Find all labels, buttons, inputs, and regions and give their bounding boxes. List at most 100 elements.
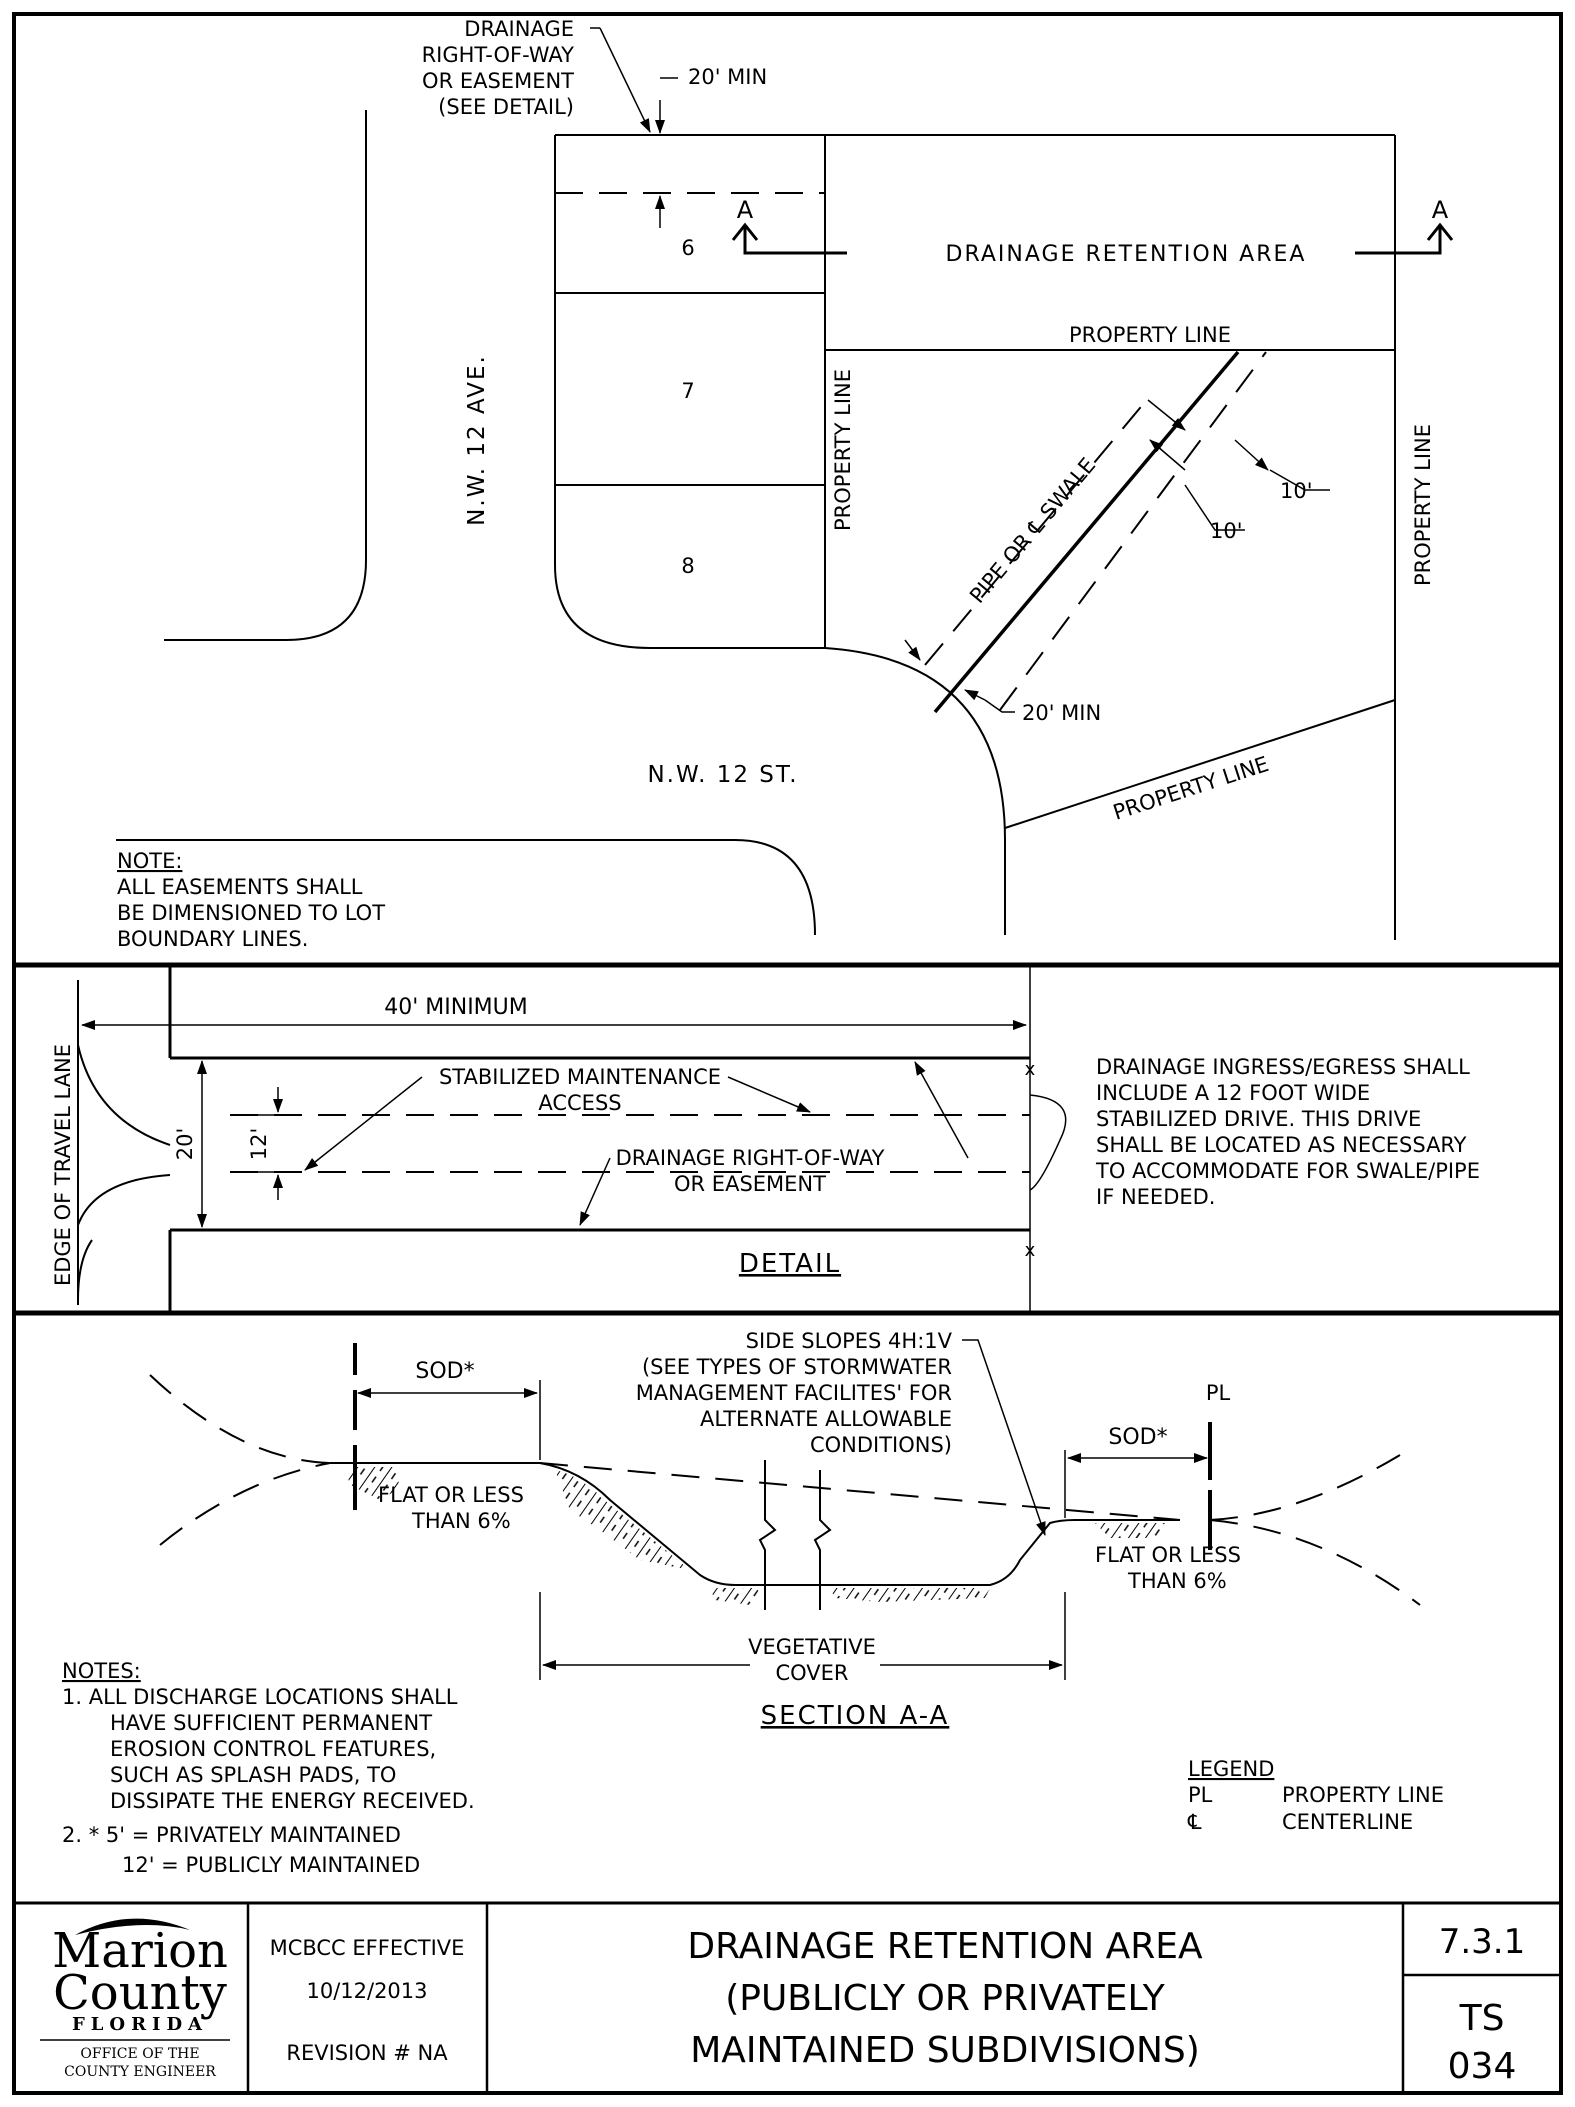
svg-text:STABILIZED MAINTENANCE: STABILIZED MAINTENANCE — [439, 1065, 721, 1089]
svg-text:DISSIPATE THE ENERGY RECEIVED.: DISSIPATE THE ENERGY RECEIVED. — [110, 1789, 475, 1813]
svg-text:DRAINAGE RETENTION AREA: DRAINAGE RETENTION AREA — [687, 1926, 1203, 1967]
retention-area-label: DRAINAGE RETENTION AREA — [946, 242, 1307, 267]
drawing-number: 7.3.1 — [1439, 1922, 1526, 1962]
svg-text:A: A — [737, 196, 754, 224]
svg-text:BOUNDARY LINES.: BOUNDARY LINES. — [117, 927, 308, 951]
drawing-code-line2: 034 — [1448, 2046, 1517, 2087]
property-line-southeast — [1004, 699, 1396, 829]
svg-text:ALTERNATE ALLOWABLE: ALTERNATE ALLOWABLE — [700, 1407, 952, 1431]
legend: LEGEND PL PROPERTY LINE ℄ CENTERLINE — [1187, 1757, 1444, 1834]
drainage-row-label: DRAINAGE RIGHT-OF-WAY OR EASEMENT — [616, 1146, 885, 1196]
svg-text:HAVE SUFFICIENT PERMANENT: HAVE SUFFICIENT PERMANENT — [110, 1711, 432, 1735]
svg-text:ACCESS: ACCESS — [538, 1091, 621, 1115]
sheet-border — [12, 12, 1563, 2095]
street-ave-label: N.W. 12 AVE. — [464, 354, 490, 526]
corner-curve — [824, 647, 1006, 935]
ave-west-curb — [164, 110, 367, 641]
street-st-label: N.W. 12 ST. — [647, 762, 798, 788]
lot-8-label: 8 — [681, 554, 694, 578]
svg-text:DRAINAGE RIGHT-OF-WAY: DRAINAGE RIGHT-OF-WAY — [616, 1146, 885, 1170]
svg-text:RIGHT-OF-WAY: RIGHT-OF-WAY — [422, 43, 575, 67]
min-20-top-label: 20' MIN — [688, 65, 767, 89]
svg-text:(SEE DETAIL): (SEE DETAIL) — [438, 95, 574, 119]
dim-20-label: 20' — [173, 1128, 197, 1161]
svg-text:MANAGEMENT FACILITES' FOR: MANAGEMENT FACILITES' FOR — [636, 1381, 952, 1405]
svg-text:SIDE SLOPES 4H:1V: SIDE SLOPES 4H:1V — [746, 1329, 953, 1353]
svg-text:A: A — [1432, 196, 1449, 224]
drawing-title: DRAINAGE RETENTION AREA (PUBLICLY OR PRI… — [687, 1926, 1203, 2071]
dim-10-b-label: 10' — [1210, 519, 1243, 543]
svg-text:COUNTY ENGINEER: COUNTY ENGINEER — [64, 2064, 216, 2080]
edge-travel-lane-label: EDGE OF TRAVEL LANE — [51, 1044, 75, 1286]
sod-right-label: SOD* — [1108, 1425, 1167, 1450]
svg-text:THAN 6%: THAN 6% — [411, 1509, 511, 1533]
detail-notes: DRAINAGE INGRESS/EGRESS SHALL INCLUDE A … — [1095, 1055, 1480, 1209]
county-logo: Marion County FLORIDA OFFICE OF THE COUN… — [40, 1918, 230, 2080]
svg-text:℄: ℄ — [1187, 1810, 1202, 1834]
svg-text:1. ALL DISCHARGE LOCATIONS S: 1. ALL DISCHARGE LOCATIONS SHALL — [62, 1685, 458, 1709]
svg-text:(SEE TYPES OF STORMWATER: (SEE TYPES OF STORMWATER — [642, 1355, 952, 1379]
svg-text:x: x — [1025, 1240, 1036, 1261]
property-line-southeast-label: PROPERTY LINE — [1110, 752, 1271, 825]
svg-text:NOTE:: NOTE: — [117, 849, 182, 873]
svg-text:2. * 5' = PRIVATELY MAINTA: 2. * 5' = PRIVATELY MAINTAINED — [62, 1823, 401, 1847]
dim-10-a-label: 10' — [1280, 479, 1313, 503]
svg-text:OR EASEMENT: OR EASEMENT — [422, 69, 574, 93]
svg-text:CENTERLINE: CENTERLINE — [1282, 1810, 1413, 1834]
svg-text:PL: PL — [1188, 1783, 1213, 1807]
svg-text:OFFICE OF THE: OFFICE OF THE — [80, 2046, 199, 2062]
section-marker-left: A — [731, 196, 847, 255]
svg-text:x: x — [1025, 1059, 1036, 1080]
swale-dashed-right — [999, 351, 1267, 711]
ground-profile — [330, 1462, 1180, 1586]
lot-6-label: 6 — [681, 236, 694, 260]
svg-text:12' = PUBLICLY MAINTAINED: 12' = PUBLICLY MAINTAINED — [122, 1853, 420, 1877]
pl-label: PL — [1206, 1381, 1231, 1405]
revision-label: REVISION # NA — [286, 2041, 448, 2065]
svg-text:SUCH AS SPLASH PADS, TO: SUCH AS SPLASH PADS, TO — [110, 1763, 396, 1787]
pipe-centerline — [933, 350, 1240, 714]
vegetative-label: VEGETATIVE COVER — [748, 1635, 876, 1685]
title-block: Marion County FLORIDA OFFICE OF THE COUN… — [40, 1903, 1561, 2093]
svg-text:LEGEND: LEGEND — [1188, 1757, 1274, 1781]
section-notes: NOTES: 1. ALL DISCHARGE LOCATIONS SHALL … — [62, 1659, 475, 1877]
easement-label: DRAINAGE RIGHT-OF-WAY OR EASEMENT (SEE D… — [422, 17, 575, 119]
pipe-swale-label: PIPE OR ℄ SWALE — [965, 453, 1100, 608]
drawing-code-line1: TS — [1459, 1998, 1505, 2039]
dim-12-label: 12' — [247, 1128, 271, 1161]
st-south-curb — [116, 839, 816, 936]
property-line-north-label: PROPERTY LINE — [1069, 323, 1231, 347]
svg-text:Marion: Marion — [52, 1923, 228, 1979]
svg-text:STABILIZED DRIVE. THIS DRIVE: STABILIZED DRIVE. THIS DRIVE — [1096, 1107, 1421, 1131]
svg-text:VEGETATIVE: VEGETATIVE — [748, 1635, 876, 1659]
plan-note: NOTE: ALL EASEMENTS SHALL BE DIMENSIONED… — [117, 849, 385, 951]
flat-left-label: FLAT OR LESS THAN 6% — [378, 1483, 524, 1533]
svg-text:ALL EASEMENTS SHALL: ALL EASEMENTS SHALL — [117, 875, 363, 899]
property-line-east-label: PROPERTY LINE — [1411, 424, 1435, 586]
svg-text:EROSION CONTROL FEATURES,: EROSION CONTROL FEATURES, — [110, 1737, 436, 1761]
svg-text:CONDITIONS): CONDITIONS) — [810, 1433, 952, 1457]
svg-text:County: County — [53, 1965, 227, 2021]
flat-right-label: FLAT OR LESS THAN 6% — [1095, 1543, 1241, 1593]
swale-dashed-left — [924, 395, 1151, 666]
section-marker-right: A — [1355, 196, 1454, 255]
svg-text:INCLUDE A 12 FOOT WIDE: INCLUDE A 12 FOOT WIDE — [1096, 1081, 1370, 1105]
svg-text:TO ACCOMMODATE FOR SWALE/PIPE: TO ACCOMMODATE FOR SWALE/PIPE — [1095, 1159, 1480, 1183]
effective-label: MCBCC EFFECTIVE — [270, 1936, 465, 1960]
property-line-west-label: PROPERTY LINE — [831, 369, 855, 531]
stabilized-label: STABILIZED MAINTENANCE ACCESS — [439, 1065, 721, 1115]
svg-text:FLAT OR LESS: FLAT OR LESS — [378, 1483, 524, 1507]
side-slopes-label: SIDE SLOPES 4H:1V (SEE TYPES OF STORMWAT… — [636, 1329, 953, 1457]
svg-text:(PUBLICLY OR PRIVATELY: (PUBLICLY OR PRIVATELY — [725, 1978, 1166, 2019]
svg-text:FLAT OR LESS: FLAT OR LESS — [1095, 1543, 1241, 1567]
svg-text:NOTES:: NOTES: — [62, 1659, 141, 1683]
svg-text:MAINTAINED SUBDIVISIONS): MAINTAINED SUBDIVISIONS) — [690, 2030, 1200, 2071]
section-view: SOD* SOD* PL FLAT OR LESS THAN 6% FLAT O… — [62, 1329, 1444, 1877]
plan-view: 20' MIN DRAINAGE RIGHT-OF-WAY OR EASEMEN… — [116, 17, 1454, 951]
svg-text:SHALL BE LOCATED AS NECESSARY: SHALL BE LOCATED AS NECESSARY — [1096, 1133, 1467, 1157]
lot-7-label: 7 — [681, 379, 694, 403]
svg-text:DRAINAGE: DRAINAGE — [464, 17, 574, 41]
svg-text:BE DIMENSIONED TO LOT: BE DIMENSIONED TO LOT — [117, 901, 385, 925]
sod-left-label: SOD* — [415, 1359, 474, 1384]
